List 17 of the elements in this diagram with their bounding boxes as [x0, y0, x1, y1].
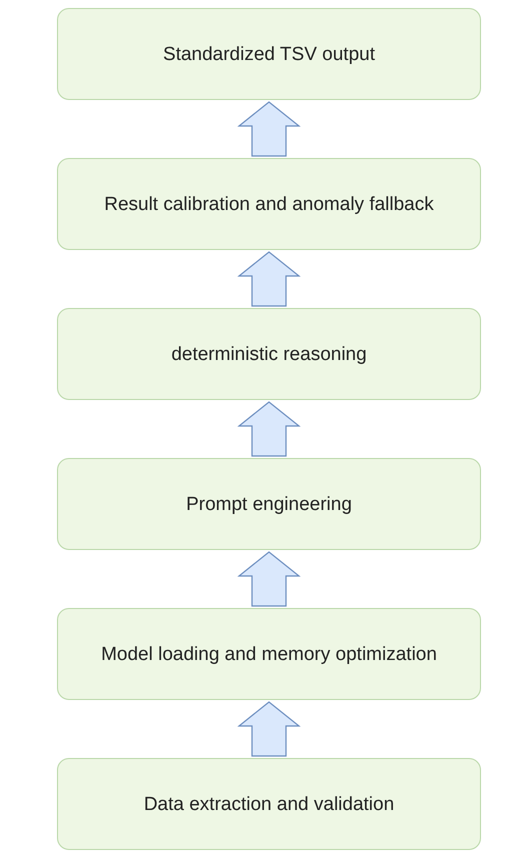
step-text: Result calibration and anomaly fallback — [104, 192, 434, 216]
process-box — [57, 608, 481, 700]
step-text: Standardized TSV output — [163, 42, 375, 66]
process-box — [57, 758, 481, 850]
step-text: deterministic reasoning — [171, 342, 367, 366]
block-arrow — [237, 401, 301, 457]
step-text: Prompt engineering — [186, 492, 352, 516]
process-box — [57, 458, 481, 550]
step-text: Data extraction and validation — [144, 792, 394, 816]
process-box — [57, 308, 481, 400]
process-box — [57, 8, 481, 100]
block-arrow — [237, 551, 301, 607]
block-arrow — [237, 701, 301, 757]
block-arrow — [237, 251, 301, 307]
step-text: Model loading and memory optimization — [101, 642, 437, 666]
block-arrow — [237, 101, 301, 157]
process-box — [57, 158, 481, 250]
